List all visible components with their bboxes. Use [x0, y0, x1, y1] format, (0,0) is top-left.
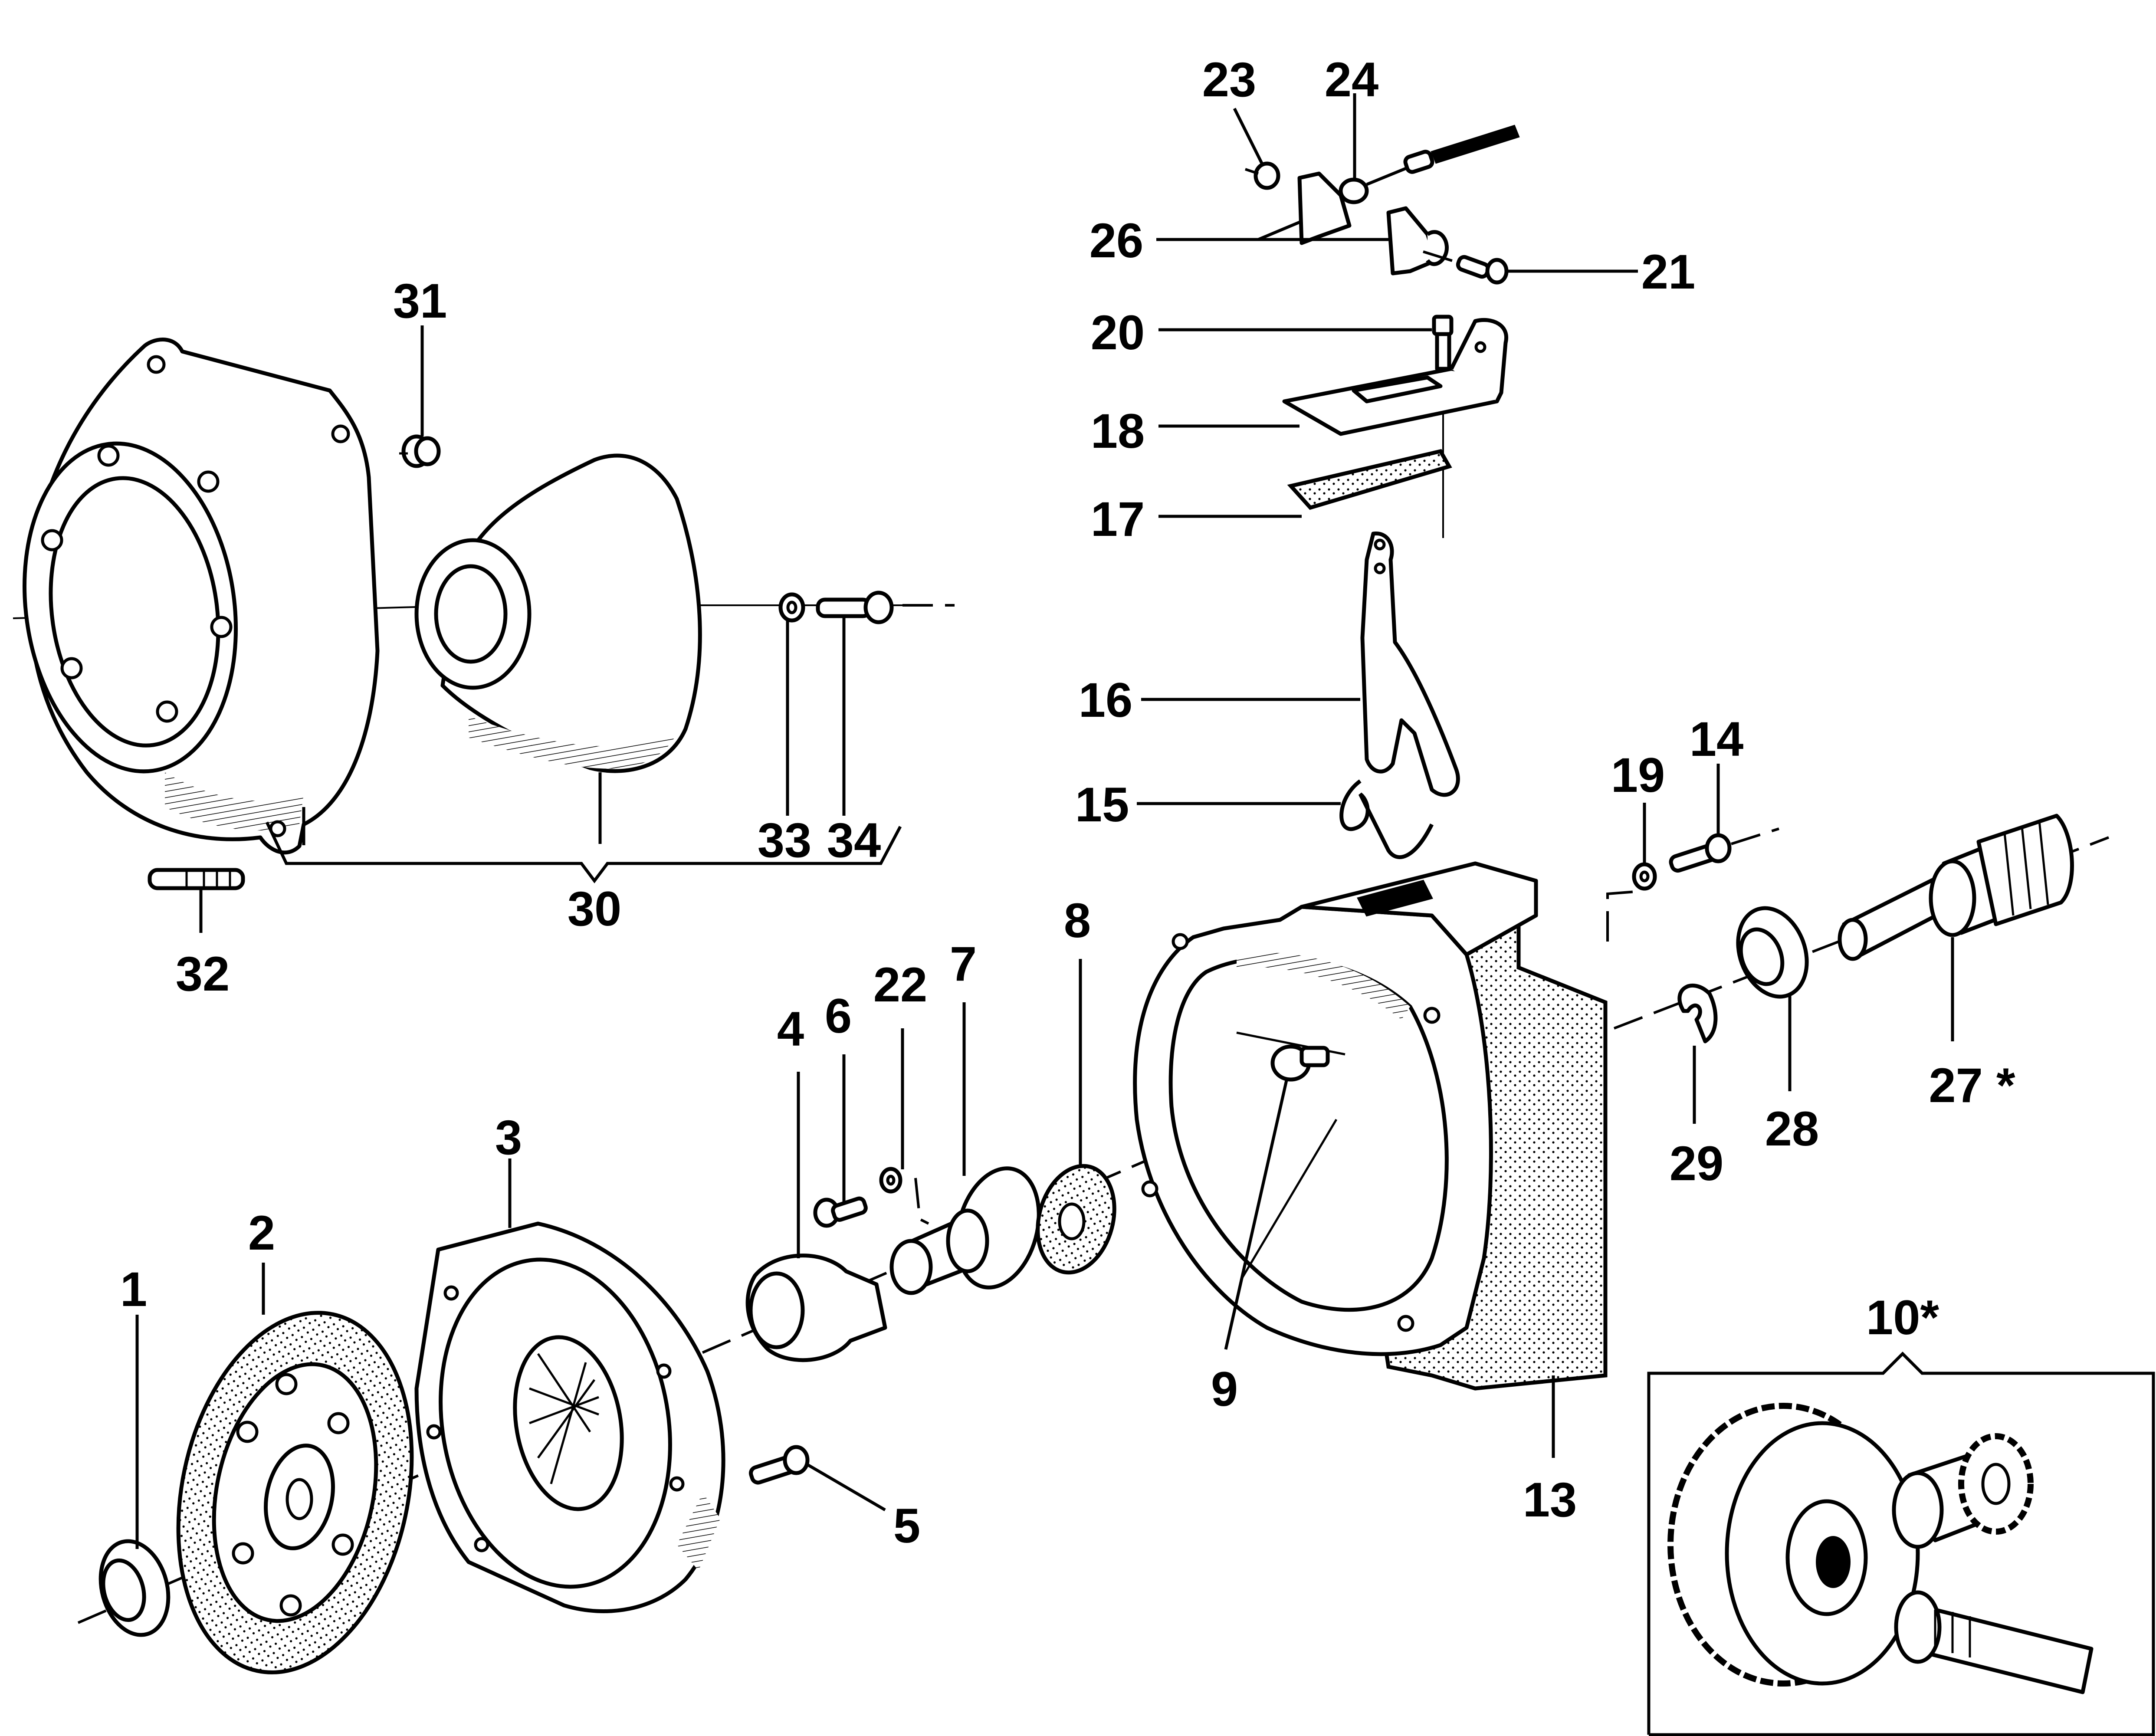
- callout-7: 7: [950, 937, 977, 991]
- callout-31: 31: [393, 274, 447, 328]
- callout-32: 32: [176, 947, 230, 1001]
- bolt-5-part: [749, 1445, 810, 1485]
- callout-30: 30: [568, 882, 622, 936]
- cable-part: [1431, 125, 1520, 164]
- callout-16: 16: [1079, 673, 1133, 727]
- bolt-20-part: [1432, 315, 1454, 371]
- bracket-left-part: [1297, 171, 1352, 245]
- release-bearing-part: [745, 1254, 887, 1362]
- input-shaft-part: [1838, 814, 2074, 961]
- clutch-stack-group: [77, 814, 2110, 1674]
- callout-labels: 1 2 3 4 5 6 7 8 9 10* 13 14 15 16 17 18 …: [120, 53, 2015, 1553]
- callout-17: 17: [1091, 492, 1145, 546]
- pilot-bearing-part: [98, 1539, 171, 1637]
- callout-19: 19: [1611, 748, 1665, 802]
- callout-15: 15: [1075, 778, 1129, 832]
- callout-24: 24: [1325, 53, 1379, 107]
- bracket-hook: [1426, 230, 1449, 266]
- large-gear-part: [1667, 1403, 1920, 1687]
- gasket-part: [1287, 449, 1452, 510]
- guide-sleeve-part: [889, 1166, 1041, 1295]
- pressure-plate-part: [414, 1221, 725, 1613]
- callout-2: 2: [248, 1206, 275, 1260]
- ball-bearing-part: [1736, 906, 1809, 999]
- plug-part: [399, 434, 441, 468]
- callout-26: 26: [1089, 213, 1144, 268]
- cone-cover-part: [414, 453, 702, 773]
- callout-23: 23: [1202, 53, 1257, 107]
- cover-plate-part: [1282, 318, 1508, 436]
- callout-18: 18: [1091, 404, 1145, 458]
- clevis-part: [1339, 177, 1369, 204]
- small-gear-part: [1892, 1433, 2034, 1549]
- callout-8: 8: [1064, 893, 1091, 948]
- bell-housing-group: [13, 325, 955, 933]
- callout-21: 21: [1641, 245, 1696, 299]
- callout-1: 1: [120, 1262, 147, 1316]
- callout-29: 29: [1670, 1136, 1724, 1191]
- pivot-stud-part: [1270, 1044, 1330, 1082]
- clutch-housing-part: [1133, 861, 1608, 1391]
- stud-part: [148, 868, 245, 890]
- spring-part: [1339, 779, 1434, 859]
- nut-part: [1254, 161, 1280, 190]
- callout-14: 14: [1690, 712, 1744, 766]
- callout-13: 13: [1523, 1473, 1577, 1527]
- callout-33: 33: [758, 813, 812, 867]
- callout-10: 10*: [1866, 1290, 1939, 1345]
- callout-9: 9: [1211, 1362, 1238, 1416]
- screw-21-part: [1456, 255, 1490, 279]
- callout-27: 27 *: [1929, 1058, 2015, 1112]
- splined-shaft-part: [1894, 1590, 2094, 1694]
- release-fork-part: [1360, 532, 1460, 797]
- washer-33-part: [778, 592, 805, 623]
- callout-34: 34: [827, 813, 881, 867]
- callout-6: 6: [825, 989, 852, 1043]
- callout-5: 5: [893, 1499, 920, 1553]
- callout-4: 4: [777, 1002, 804, 1056]
- bolt-34-part: [816, 591, 894, 624]
- seal-part: [1036, 1164, 1116, 1275]
- housing-cover-part: [23, 338, 380, 855]
- screw-6-part: [813, 1196, 868, 1228]
- circlip-part: [1677, 984, 1718, 1044]
- linkage-group: [1137, 93, 1779, 891]
- callout-20: 20: [1091, 305, 1145, 360]
- callout-28: 28: [1765, 1102, 1819, 1156]
- callout-22: 22: [873, 958, 928, 1012]
- callout-3: 3: [495, 1110, 522, 1165]
- group-bracket: [265, 821, 902, 883]
- gear-set-inset: [1647, 1352, 2155, 1736]
- inset-frame: [1647, 1352, 2155, 1736]
- clutch-disc-part: [176, 1311, 414, 1674]
